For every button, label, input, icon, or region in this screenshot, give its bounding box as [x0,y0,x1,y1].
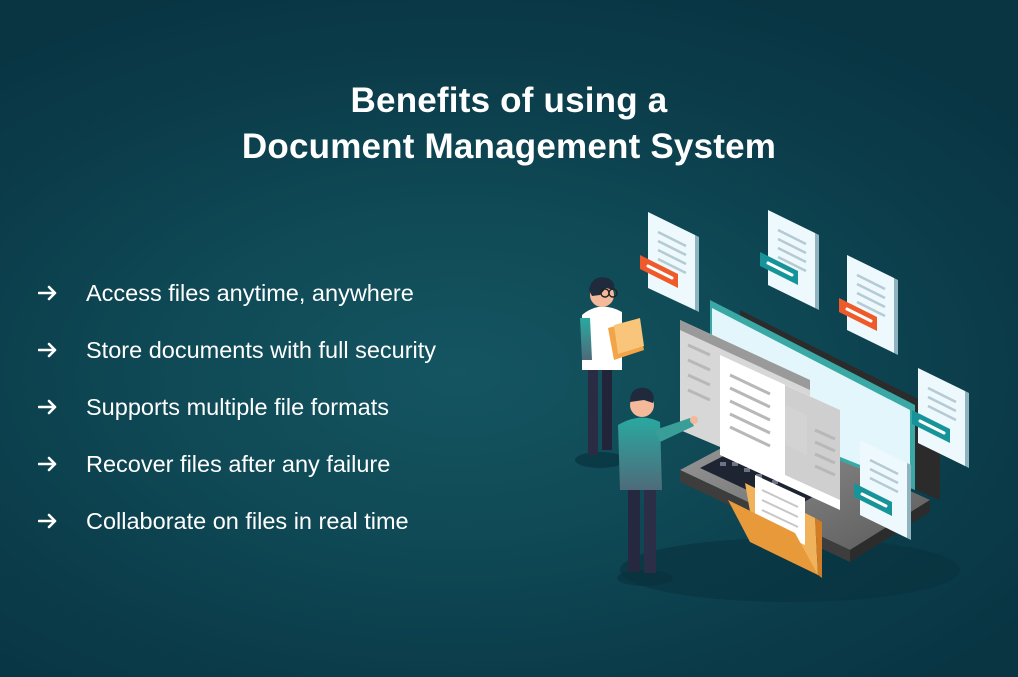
arrow-right-icon [36,452,60,476]
page-title: Benefits of using a Document Management … [0,78,1018,170]
person-pointing-icon [617,387,698,586]
document-icon [839,255,898,355]
arrow-right-icon [36,338,60,362]
arrow-right-icon [36,509,60,533]
dms-illustration [560,200,990,610]
benefit-label: Store documents with full security [86,336,437,363]
benefit-label: Recover files after any failure [86,450,391,477]
benefit-item: Store documents with full security [36,330,436,370]
document-icon [760,210,819,310]
benefit-label: Supports multiple file formats [86,393,390,420]
benefit-label: Access files anytime, anywhere [86,279,414,306]
arrow-right-icon [36,281,60,305]
benefit-item: Collaborate on files in real time [36,501,436,541]
title-line-2: Document Management System [241,127,777,167]
folder-icon [728,475,822,578]
benefit-item: Supports multiple file formats [36,387,436,427]
benefit-label: Collaborate on files in real time [86,507,409,534]
person-with-folder-icon [575,277,644,468]
document-icon [912,368,969,468]
document-icon [640,212,699,312]
benefits-list: Access files anytime, anywhere Store doc… [36,273,436,558]
document-icon [854,440,911,540]
benefit-item: Recover files after any failure [36,444,436,484]
title-line-1: Benefits of using a [350,81,668,121]
benefit-item: Access files anytime, anywhere [36,273,436,313]
arrow-right-icon [36,395,60,419]
